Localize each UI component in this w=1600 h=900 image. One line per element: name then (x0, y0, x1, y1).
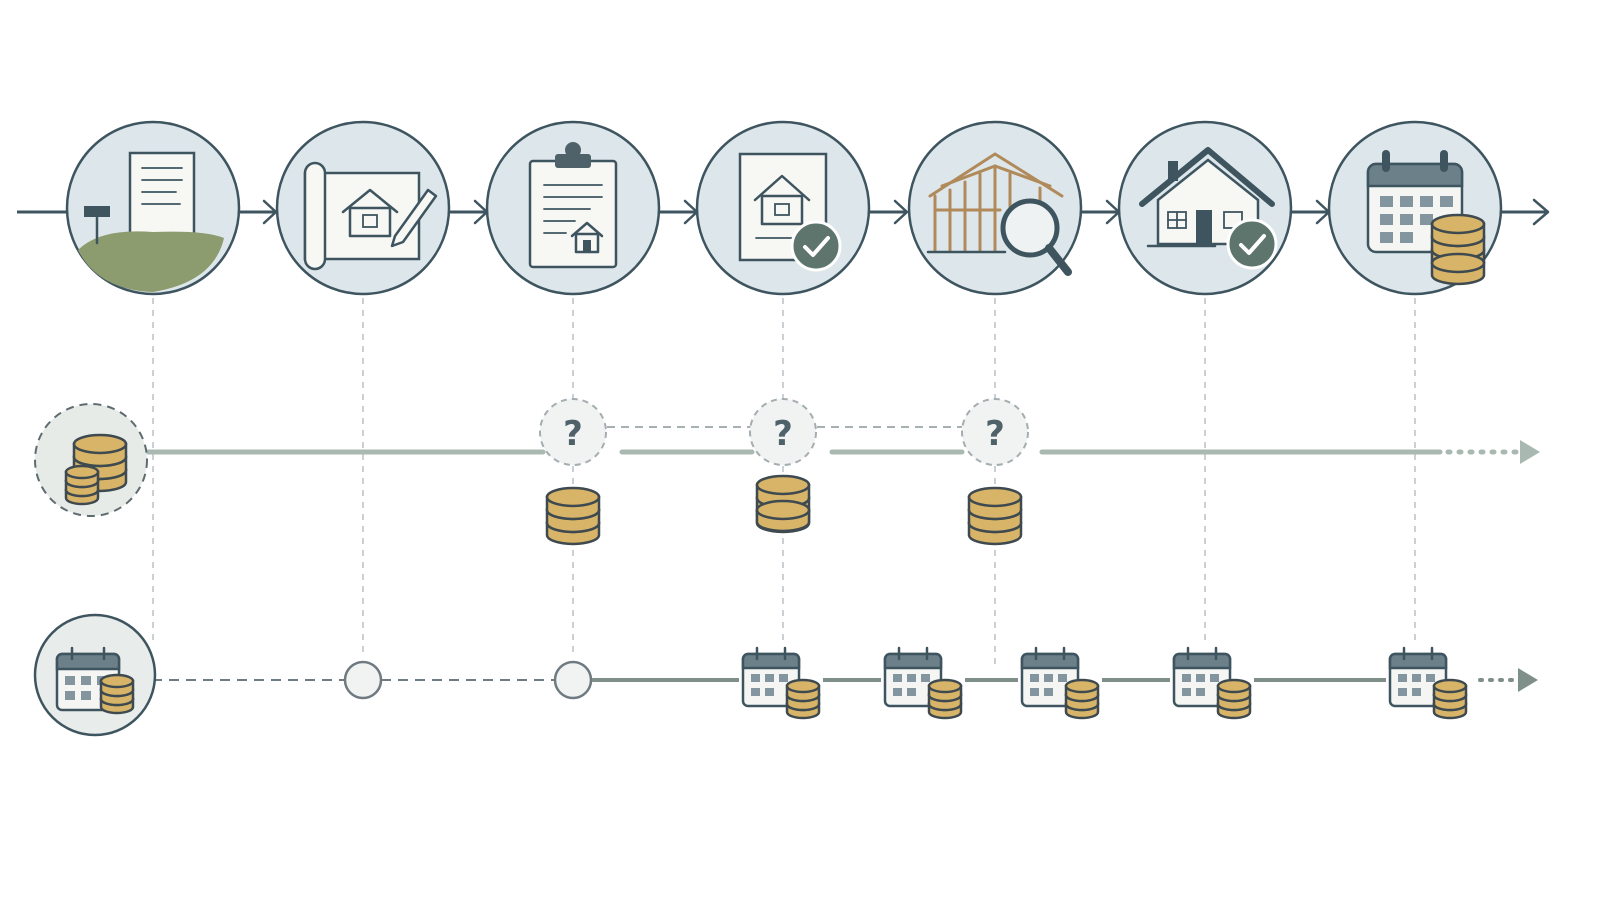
blueprint-icon (303, 161, 438, 271)
completed-house-icon (1139, 147, 1278, 270)
stage-construction (907, 120, 1083, 296)
milestone-marker (343, 660, 383, 700)
stage-repayment (1327, 120, 1503, 296)
funding-draw-1: ? (539, 398, 607, 546)
stage-land (65, 120, 241, 296)
funding-draw-2: ? (749, 398, 817, 534)
draw-question-mark: ? (773, 414, 793, 454)
milestone-marker (553, 660, 593, 700)
stage-permit (485, 120, 661, 296)
stage-guides (152, 298, 1416, 665)
land-deed-icon (78, 151, 224, 292)
calendar-payments-icon (1366, 150, 1486, 286)
approved-plan-icon (738, 152, 842, 272)
stage-approval (695, 120, 871, 296)
payment-marker (1018, 640, 1102, 724)
permit-clipboard-icon (528, 142, 618, 269)
funding-draw-3: ? (961, 398, 1029, 546)
funding-source (34, 403, 148, 517)
draw-question-mark: ? (985, 414, 1005, 454)
coin-stack-icon (545, 486, 601, 546)
payment-marker (881, 640, 965, 724)
payment-marker (1170, 640, 1254, 724)
coin-stack-icon (967, 486, 1023, 546)
payment-marker (1386, 640, 1470, 724)
stage-completion (1117, 120, 1293, 296)
payment-row (33, 613, 1538, 737)
stage-design (275, 120, 451, 296)
funding-row: ? ? ? (34, 398, 1540, 546)
construction-inspection-icon (926, 152, 1072, 276)
payment-marker (739, 640, 823, 724)
draw-question-mark: ? (563, 414, 583, 454)
calendar-payments-icon (55, 646, 135, 715)
repayment-source (33, 613, 157, 737)
